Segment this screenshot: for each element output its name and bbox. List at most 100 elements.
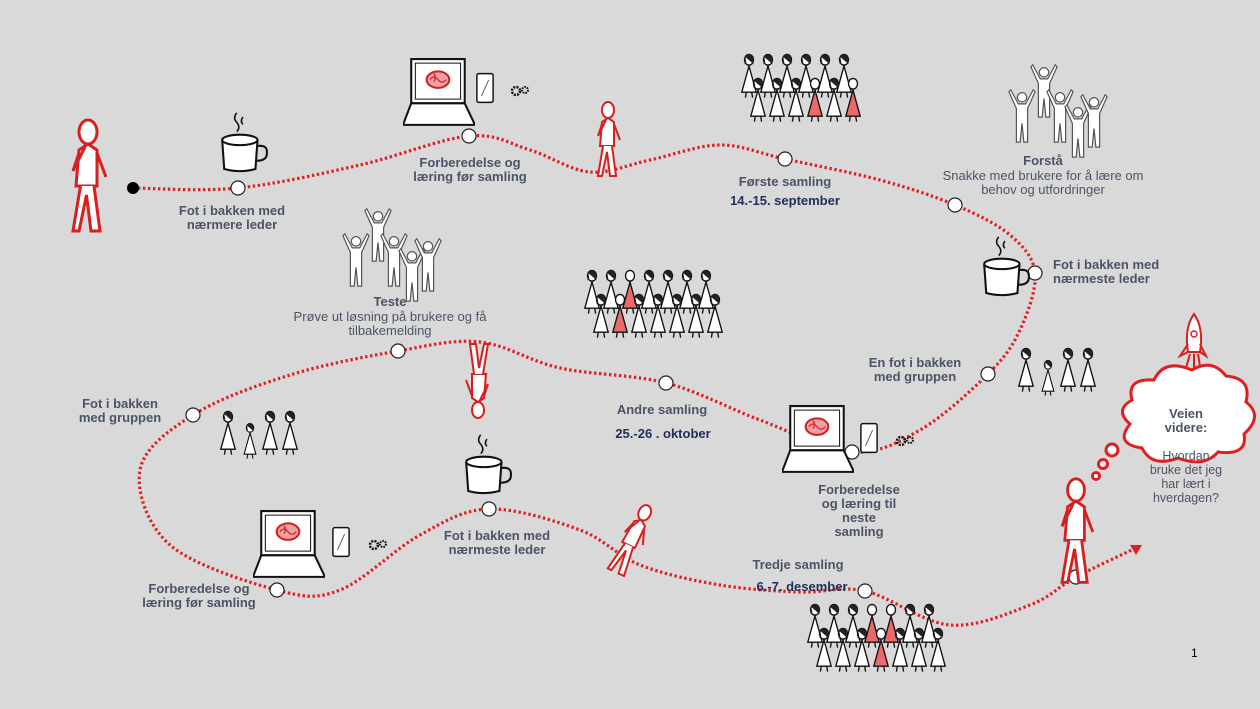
crowd-person-icon	[883, 603, 899, 649]
stop-label-13: Tredje samling	[752, 557, 844, 572]
crowd-person-icon	[845, 77, 861, 123]
crowd-person-icon	[631, 293, 647, 339]
route-node-2[interactable]	[461, 128, 477, 144]
crowd-person-icon	[603, 269, 619, 315]
coffee-cup-icon	[465, 433, 513, 495]
crowd-person-icon	[817, 53, 833, 99]
page-number: 1	[1191, 646, 1198, 660]
crowd-person-icon	[807, 77, 823, 123]
stop-label-4: Forstå	[1023, 153, 1063, 168]
smartphone-icon	[332, 526, 350, 558]
crowd-person-icon	[816, 627, 832, 673]
crowd-person-icon	[798, 53, 814, 99]
crowd-person-icon	[622, 269, 638, 315]
group-person-icon	[1060, 347, 1076, 393]
crowd-person-icon	[836, 53, 852, 99]
stop-date-13: 6.-7. desember	[756, 579, 848, 594]
crowd-person-icon	[864, 603, 880, 649]
route-node-6[interactable]	[980, 366, 996, 382]
rocket-icon	[1179, 313, 1207, 373]
crowd-person-icon	[612, 293, 628, 339]
crowd-person-icon	[750, 77, 766, 123]
crowd-person-icon	[921, 603, 937, 649]
crowd-person-icon	[593, 293, 609, 339]
crowd-person-icon	[769, 77, 785, 123]
crowd-person-icon	[779, 53, 795, 99]
laptop-brain-icon	[403, 58, 475, 126]
crowd-person-icon	[845, 603, 861, 649]
route-node-11[interactable]	[269, 582, 285, 598]
crowd-person-icon	[669, 293, 685, 339]
group-person-icon	[1080, 347, 1096, 393]
stop-date-3: 14.-15. september	[730, 193, 840, 208]
group-person-icon	[262, 410, 278, 456]
stop-label-11: Forberedelse og læring før samling	[142, 581, 256, 610]
laptop-brain-icon	[253, 510, 325, 578]
cheering-person-icon	[1064, 104, 1092, 158]
walking-person-icon	[597, 101, 621, 177]
route-node-8[interactable]	[658, 375, 674, 391]
route-node-5[interactable]	[1027, 265, 1043, 281]
stop-text-9: Prøve ut løsning på brukere og få tilbak…	[293, 309, 487, 338]
stop-label-9: Teste	[373, 294, 407, 309]
cheering-person-icon	[342, 233, 370, 287]
route-node-12[interactable]	[481, 501, 497, 517]
route-node-13[interactable]	[857, 583, 873, 599]
group-person-icon	[243, 422, 257, 460]
stop-label-2: Forberedelse og læring før samling	[413, 155, 527, 184]
thought-cloud	[1091, 363, 1256, 481]
crowd-person-icon	[650, 293, 666, 339]
crowd-person-icon	[902, 603, 918, 649]
crowd-person-icon	[826, 603, 842, 649]
crowd-person-icon	[854, 627, 870, 673]
route-start-marker	[127, 182, 139, 194]
crowd-person-icon	[584, 269, 600, 315]
crowd-person-icon	[660, 269, 676, 315]
route-node-9[interactable]	[390, 343, 406, 359]
journey-route	[132, 134, 1137, 627]
crowd-person-icon	[826, 77, 842, 123]
route-node-3[interactable]	[777, 151, 793, 167]
route-node-4[interactable]	[947, 197, 963, 213]
crowd-person-icon	[930, 627, 946, 673]
group-person-icon	[1018, 347, 1034, 393]
stop-label-6: En fot i bakken med gruppen	[868, 355, 962, 384]
route-node-1[interactable]	[230, 180, 246, 196]
gears-icon	[368, 539, 388, 551]
cloud-content: Veien videre: Hvordan bruke det jeg har …	[1149, 393, 1223, 519]
crowd-person-icon	[911, 627, 927, 673]
standing-person-icon	[71, 118, 108, 233]
smartphone-icon	[860, 422, 878, 454]
crowd-person-icon	[807, 603, 823, 649]
route-arrowhead-icon	[1130, 545, 1142, 555]
stop-label-12: Fot i bakken med nærmeste leder	[443, 528, 551, 557]
stop-label-1: Fot i bakken med nærmere leder	[178, 203, 286, 232]
smartphone-icon	[476, 72, 494, 104]
group-person-icon	[1041, 359, 1055, 397]
coffee-cup-icon	[221, 111, 269, 173]
crowd-person-icon	[641, 269, 657, 315]
stop-label-8: Andre samling	[616, 402, 708, 417]
gears-icon	[510, 85, 530, 97]
crowd-person-icon	[835, 627, 851, 673]
crowd-person-icon	[873, 627, 889, 673]
crowd-person-icon	[741, 53, 757, 99]
crowd-person-icon	[788, 77, 804, 123]
crowd-person-icon	[707, 293, 723, 339]
stop-date-8: 25.-26 . oktober	[615, 426, 711, 441]
stop-label-3: Første samling	[738, 174, 832, 189]
thinking-person-icon	[1060, 477, 1095, 584]
route-node-10[interactable]	[185, 407, 201, 423]
stop-label-7: Forberedelse og læring til neste samling	[818, 482, 900, 539]
stop-text-4: Snakke med brukere for å lære om behov o…	[942, 168, 1144, 197]
cheering-person-icon	[1008, 89, 1036, 143]
stop-label-10: Fot i bakken med gruppen	[78, 396, 162, 425]
laptop-brain-icon	[782, 405, 854, 473]
group-person-icon	[282, 410, 298, 456]
coffee-cup-icon	[983, 235, 1031, 297]
crowd-person-icon	[760, 53, 776, 99]
crowd-person-icon	[698, 269, 714, 315]
walking-person-icon	[606, 500, 660, 579]
cloud-text: Hvordan bruke det jeg har lært i hverdag…	[1149, 449, 1223, 505]
